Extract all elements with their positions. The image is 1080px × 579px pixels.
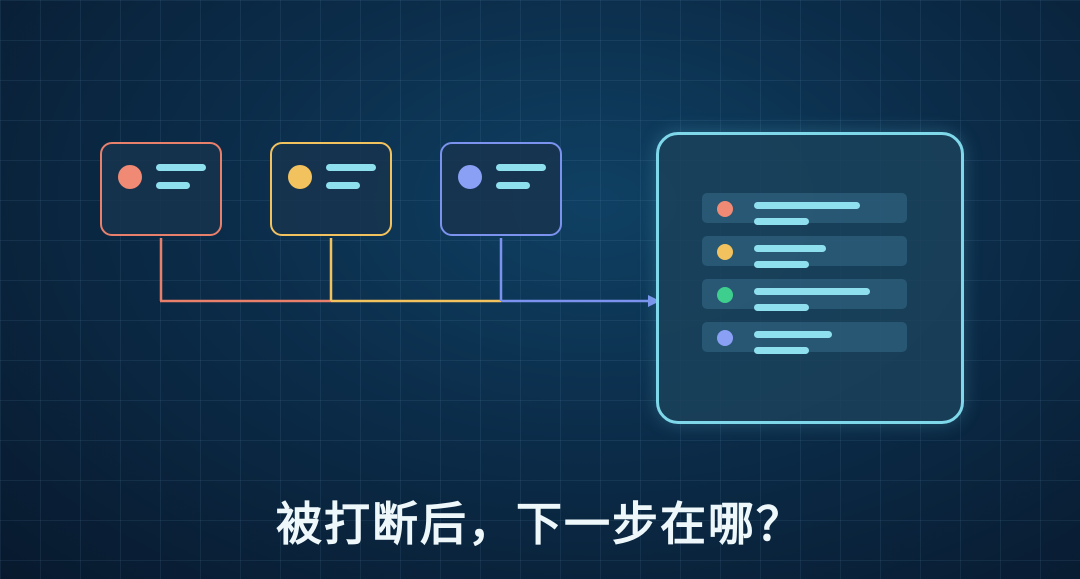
row-dot — [717, 330, 733, 346]
row-line — [754, 331, 832, 338]
card-line — [496, 164, 546, 171]
card-line — [326, 164, 376, 171]
row-line — [754, 288, 870, 295]
card-line — [326, 182, 360, 189]
source-card-1 — [100, 142, 222, 236]
card-line — [496, 182, 530, 189]
card-dot — [288, 165, 312, 189]
card-line — [156, 164, 206, 171]
card-dot — [118, 165, 142, 189]
source-card-3 — [440, 142, 562, 236]
card-line — [156, 182, 190, 189]
row-dot — [717, 287, 733, 303]
row-dot — [717, 244, 733, 260]
target-row — [702, 279, 907, 311]
card-dot — [458, 165, 482, 189]
row-line — [754, 261, 809, 268]
row-line — [754, 304, 809, 311]
target-row — [702, 322, 907, 354]
row-line — [754, 347, 809, 354]
arrowhead — [648, 295, 660, 307]
row-line — [754, 218, 809, 225]
target-row — [702, 193, 907, 225]
caption: 被打断后，下一步在哪？ — [276, 497, 804, 551]
row-line — [754, 245, 826, 252]
source-card-2 — [270, 142, 392, 236]
row-line — [754, 202, 860, 209]
target-row — [702, 236, 907, 268]
row-dot — [717, 201, 733, 217]
target-panel — [656, 132, 964, 424]
